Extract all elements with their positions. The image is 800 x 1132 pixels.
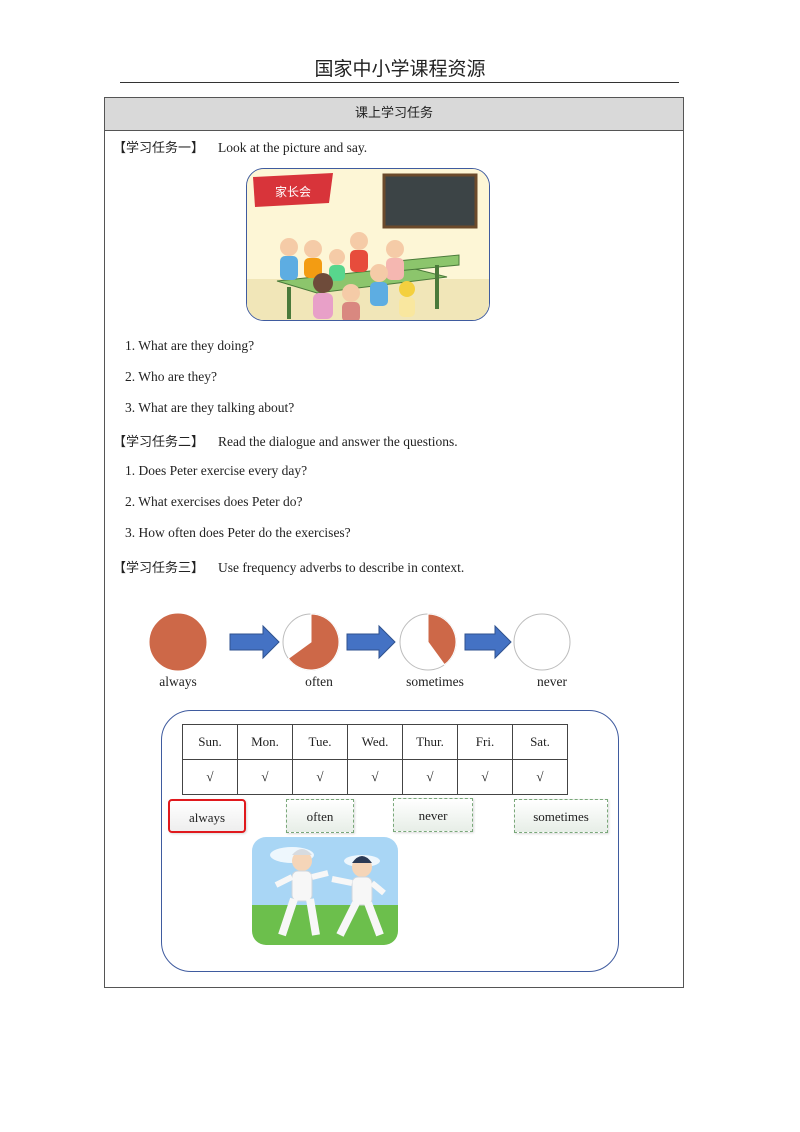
day-cell: Sat. bbox=[512, 724, 568, 760]
pie-outline bbox=[149, 613, 207, 671]
task2-question-2: 2. What exercises does Peter do? bbox=[125, 494, 303, 509]
task1-instruction: Look at the picture and say. bbox=[218, 140, 368, 155]
task1-question-3: 3. What are they talking about? bbox=[125, 400, 295, 415]
task1-line: 【学习任务一】 Look at the picture and say. bbox=[113, 137, 367, 156]
check-mark: √ bbox=[402, 759, 458, 795]
day-cell: Mon. bbox=[237, 724, 293, 760]
check-mark: √ bbox=[347, 759, 403, 795]
task2-instruction: Read the dialogue and answer the questio… bbox=[218, 434, 458, 449]
word-card-sometimes[interactable]: sometimes bbox=[514, 799, 608, 833]
arrow-right-icon bbox=[464, 624, 512, 660]
frequency-pie-always bbox=[149, 613, 207, 671]
day-cell: Thur. bbox=[402, 724, 458, 760]
check-mark: √ bbox=[457, 759, 513, 795]
task2-line: 【学习任务二】 Read the dialogue and answer the … bbox=[113, 431, 458, 450]
tai-chi-picture bbox=[252, 837, 398, 945]
check-mark: √ bbox=[182, 759, 238, 795]
freq-label-never: never bbox=[537, 674, 567, 689]
people-group bbox=[280, 232, 415, 320]
week-marks-row: √ √ √ √ √ √ √ bbox=[182, 759, 568, 795]
day-cell: Wed. bbox=[347, 724, 403, 760]
freq-label-often: often bbox=[305, 674, 333, 689]
frequency-pie-never bbox=[513, 613, 571, 671]
check-mark: √ bbox=[512, 759, 568, 795]
frequency-pie-often bbox=[282, 613, 340, 671]
arrow-right-icon bbox=[229, 624, 280, 660]
pie-outline bbox=[513, 613, 571, 671]
word-card-often[interactable]: often bbox=[286, 799, 354, 833]
task3-instruction: Use frequency adverbs to describe in con… bbox=[218, 560, 465, 575]
exercise-panel: Sun. Mon. Tue. Wed. Thur. Fri. Sat. √ √ … bbox=[161, 710, 619, 972]
day-cell: Sun. bbox=[182, 724, 238, 760]
tai-chi-illustration bbox=[252, 837, 398, 945]
day-cell: Tue. bbox=[292, 724, 348, 760]
pie-slice bbox=[427, 613, 457, 666]
pie-slice bbox=[287, 613, 340, 671]
page-header-title: 国家中小学课程资源 bbox=[314, 58, 486, 80]
task-table: 课上学习任务 【学习任务一】 Look at the picture and sa… bbox=[104, 97, 684, 988]
frequency-diagram: always often sometimes never bbox=[145, 608, 585, 708]
task1-question-1: 1. What are they doing? bbox=[125, 338, 255, 353]
word-card-always[interactable]: always bbox=[168, 799, 246, 833]
check-mark: √ bbox=[237, 759, 293, 795]
classroom-illustration: 家长会 bbox=[247, 169, 489, 320]
header-rule bbox=[120, 82, 679, 83]
task1-label: 【学习任务一】 bbox=[113, 141, 205, 156]
task3-label: 【学习任务三】 bbox=[113, 561, 205, 576]
arrow-right-icon bbox=[346, 624, 396, 660]
table-heading: 课上学习任务 bbox=[105, 98, 683, 131]
task1-question-2: 2. Who are they? bbox=[125, 369, 217, 384]
frequency-pies-svg bbox=[149, 613, 571, 671]
check-mark: √ bbox=[292, 759, 348, 795]
word-card-never[interactable]: never bbox=[393, 798, 473, 832]
week-days-row: Sun. Mon. Tue. Wed. Thur. Fri. Sat. bbox=[182, 724, 568, 760]
week-table: Sun. Mon. Tue. Wed. Thur. Fri. Sat. √ √ … bbox=[182, 724, 568, 795]
task3-line: 【学习任务三】 Use frequency adverbs to describe… bbox=[113, 557, 464, 576]
task2-question-1: 1. Does Peter exercise every day? bbox=[125, 463, 308, 478]
banner-text: 家长会 bbox=[275, 184, 311, 199]
task2-label: 【学习任务二】 bbox=[113, 435, 205, 450]
parent-meeting-picture: 家长会 bbox=[246, 168, 490, 321]
day-cell: Fri. bbox=[457, 724, 513, 760]
frequency-pie-sometimes bbox=[399, 613, 457, 671]
freq-label-sometimes: sometimes bbox=[406, 674, 464, 689]
freq-label-always: always bbox=[159, 674, 197, 689]
task2-question-3: 3. How often does Peter do the exercises… bbox=[125, 525, 351, 540]
